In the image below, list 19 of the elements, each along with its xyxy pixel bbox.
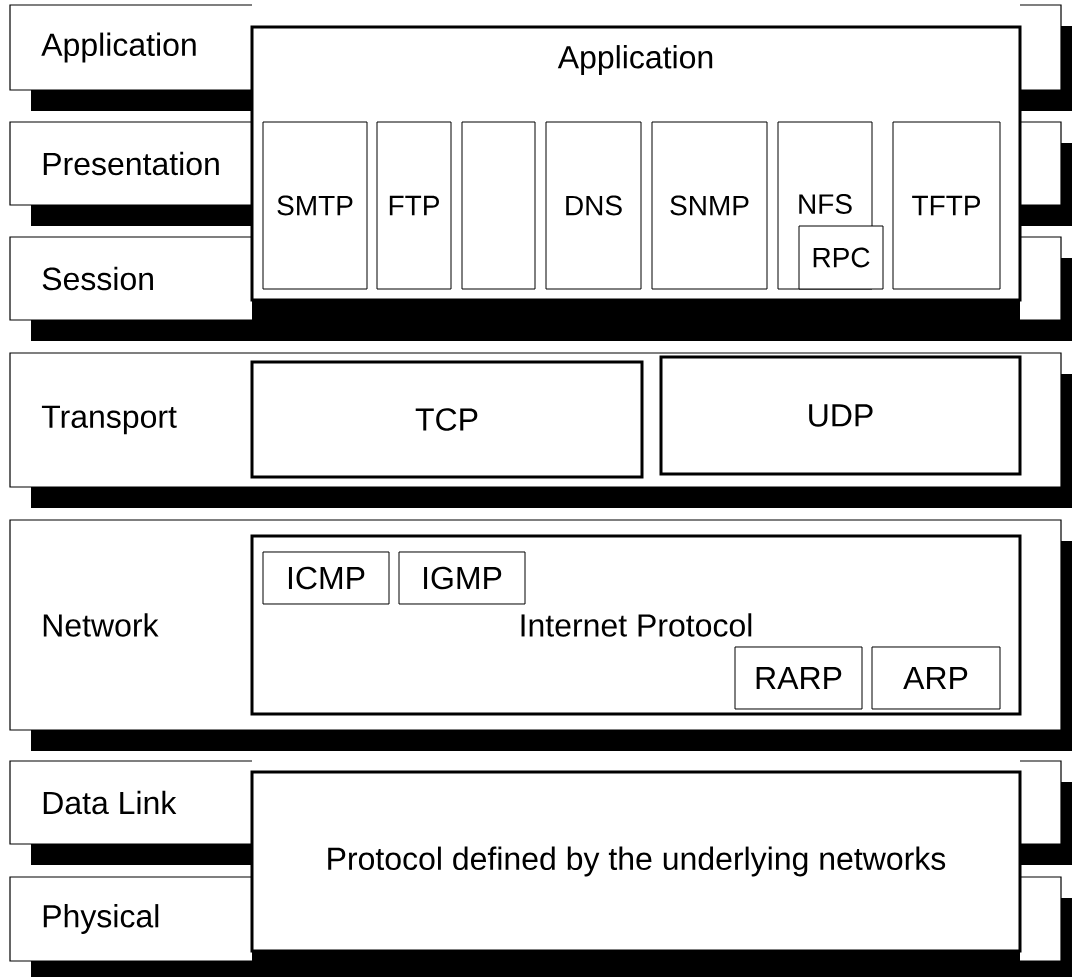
- layer-band: Physical: [9, 876, 253, 962]
- protocol-box: TFTP: [892, 121, 1001, 290]
- protocol-box: [461, 121, 536, 290]
- protocol-box: RARP: [734, 646, 863, 710]
- protocol-box: SMTP: [262, 121, 368, 290]
- protocol-box: DNS: [545, 121, 642, 290]
- protocol-box: RPC: [798, 225, 884, 290]
- protocol-box: ICMP: [262, 551, 390, 605]
- protocol-box: ARP: [871, 646, 1001, 710]
- protocol-box: Protocol defined by the underlying networks: [250, 770, 1022, 953]
- protocol-box: IGMP: [398, 551, 526, 605]
- protocol-box: TCP: [250, 360, 644, 479]
- layer-band: Application: [9, 4, 253, 91]
- protocol-box: SNMP: [651, 121, 768, 290]
- protocol-box: FTP: [376, 121, 452, 290]
- layer-band: Data Link: [9, 760, 253, 845]
- layer-band: Session: [9, 236, 253, 321]
- layer-band: Presentation: [9, 121, 253, 206]
- protocol-box: UDP: [659, 355, 1022, 476]
